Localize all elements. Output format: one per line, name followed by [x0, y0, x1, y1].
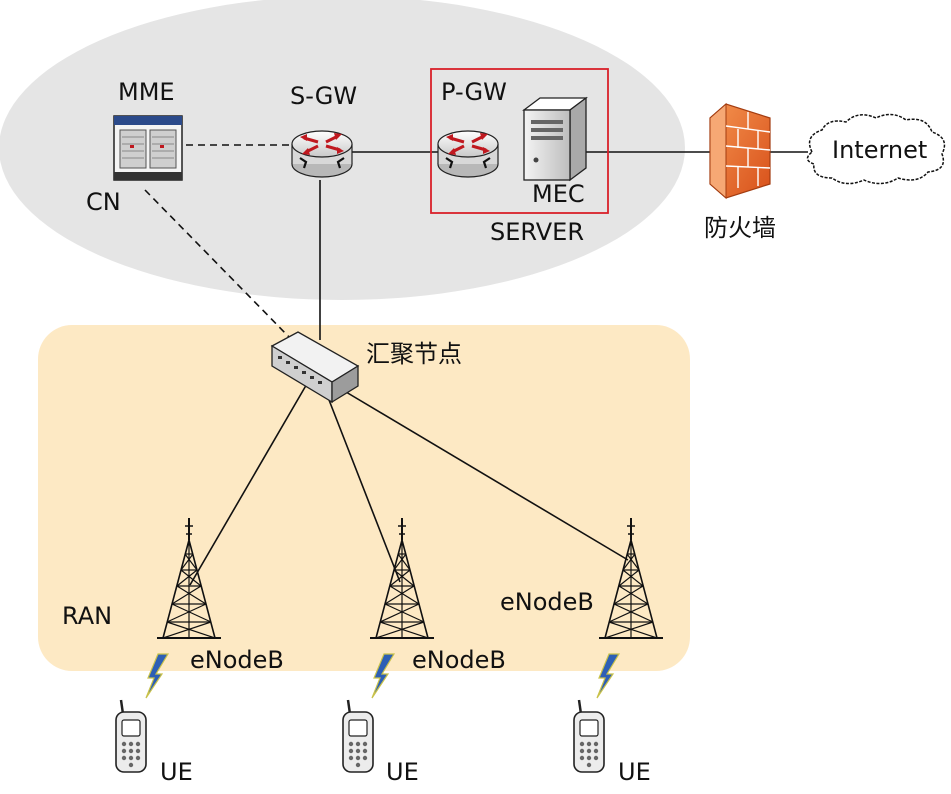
sgw-label: S-GW — [290, 82, 358, 110]
ran-zone — [38, 325, 690, 671]
sgw-router-icon[interactable] — [290, 129, 354, 179]
server-label: SERVER — [490, 218, 585, 246]
mme-label: MME — [118, 78, 175, 106]
link-aggregation-enodeb-1 — [189, 381, 309, 586]
cn-zone-label: CN — [86, 188, 121, 216]
mec-label: MEC — [532, 180, 585, 208]
firewall-label: 防火墙 — [704, 214, 776, 242]
ran-zone-label: RAN — [62, 602, 113, 630]
mobile-phone-icon[interactable] — [572, 698, 606, 774]
mobile-phone-icon[interactable] — [114, 698, 148, 774]
internet-cloud-icon[interactable] — [806, 113, 946, 185]
ue-label: UE — [160, 758, 193, 786]
mec-server-icon[interactable] — [522, 96, 588, 182]
aggregation-switch-icon[interactable] — [270, 331, 360, 404]
aggregation-node-label: 汇聚节点 — [366, 340, 462, 368]
mme-server-icon[interactable] — [113, 115, 183, 181]
internet-label: Internet — [832, 136, 928, 164]
links — [144, 144, 808, 586]
pgw-router-icon[interactable] — [436, 129, 500, 179]
link-aggregation-enodeb-2 — [321, 381, 401, 583]
pgw-label: P-GW — [441, 78, 507, 106]
ue-label: UE — [386, 758, 419, 786]
ue-label: UE — [618, 758, 651, 786]
enodeb-label: eNodeB — [190, 646, 284, 674]
link-aggregation-enodeb-3 — [345, 391, 629, 561]
pgw-mec-highlight-box — [430, 68, 609, 214]
mobile-phone-icon[interactable] — [341, 698, 375, 774]
firewall-icon[interactable] — [709, 102, 771, 200]
enodeb-label: eNodeB — [412, 646, 506, 674]
enodeb-label: eNodeB — [500, 588, 594, 616]
